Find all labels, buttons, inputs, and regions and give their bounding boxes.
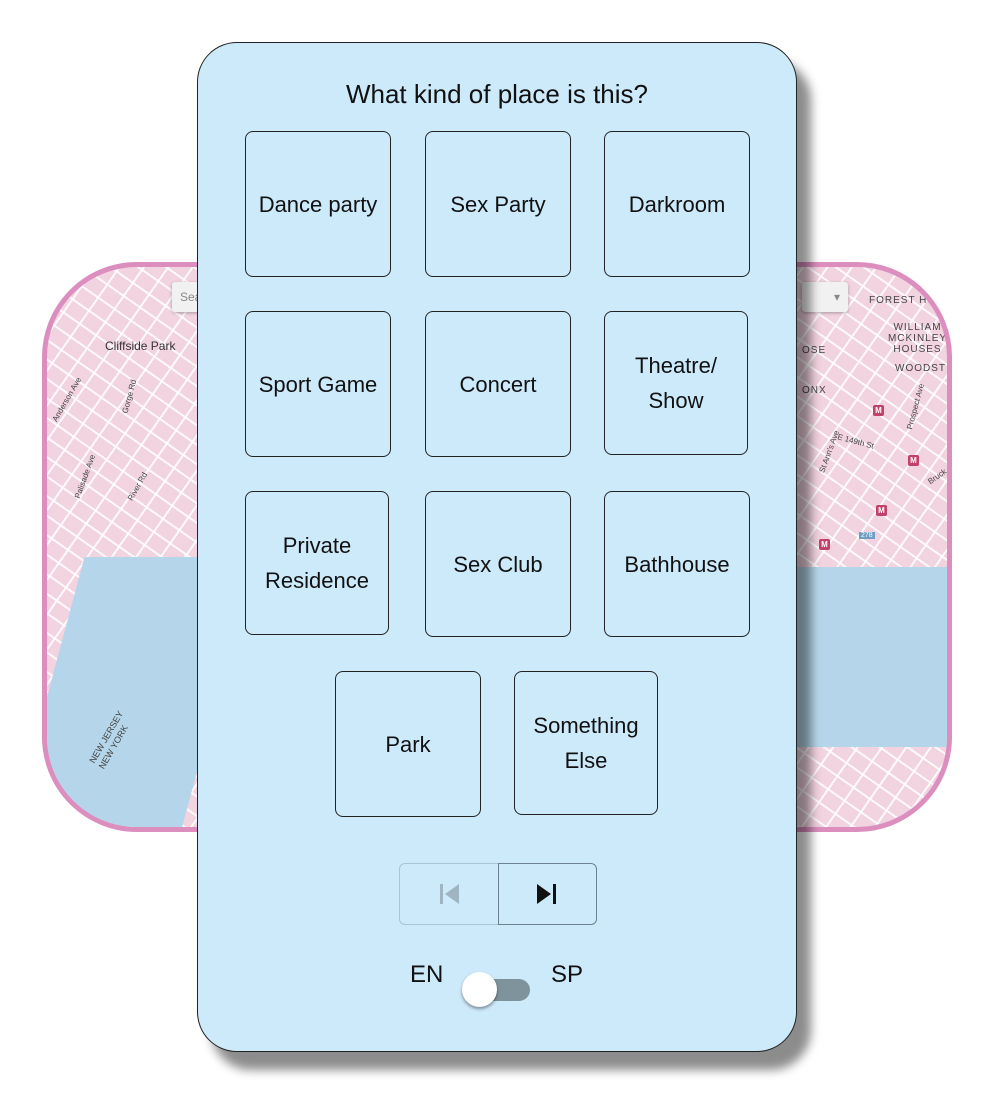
next-button[interactable] xyxy=(497,863,597,925)
map-label: River Rd xyxy=(125,470,150,503)
skip-previous-icon xyxy=(439,884,459,904)
option-something-else[interactable]: Something Else xyxy=(514,671,658,815)
map-label: St Ann's Ave xyxy=(817,429,842,474)
option-darkroom[interactable]: Darkroom xyxy=(604,131,750,277)
map-label: Palisade Ave xyxy=(72,453,98,500)
map-label: Anderson Ave xyxy=(50,375,84,424)
skip-next-icon xyxy=(537,884,557,904)
option-bathhouse[interactable]: Bathhouse xyxy=(604,491,750,637)
map-label: FOREST H xyxy=(869,295,928,306)
map-label: Prospect Ave xyxy=(905,382,926,431)
language-label-en: EN xyxy=(410,961,444,988)
river-water xyxy=(787,567,947,747)
map-label: WOODST xyxy=(895,363,946,374)
option-sport-game[interactable]: Sport Game xyxy=(245,311,391,457)
place-type-dialog: What kind of place is this? Dance party … xyxy=(197,42,797,1052)
option-sex-party[interactable]: Sex Party xyxy=(425,131,571,277)
toggle-knob[interactable] xyxy=(462,972,497,1007)
metro-icon: M xyxy=(873,405,884,416)
option-sex-club[interactable]: Sex Club xyxy=(425,491,571,637)
map-label: Cliffside Park xyxy=(105,339,176,353)
map-label: OSE xyxy=(802,345,827,356)
option-theatre-show[interactable]: Theatre/ Show xyxy=(604,311,748,455)
highway-shield: 278 xyxy=(859,532,875,539)
map-label: Bruck xyxy=(926,466,949,487)
option-private-residence[interactable]: Private Residence xyxy=(245,491,389,635)
map-label: WILLIAM MCKINLEY HOUSES xyxy=(887,322,948,355)
option-park[interactable]: Park xyxy=(335,671,481,817)
map-label: Gorge Rd xyxy=(120,378,139,415)
metro-icon: M xyxy=(908,455,919,466)
map-label: E 149th St xyxy=(836,432,875,451)
pagination-controls xyxy=(399,863,597,925)
metro-icon: M xyxy=(819,539,830,550)
option-dance-party[interactable]: Dance party xyxy=(245,131,391,277)
previous-button[interactable] xyxy=(399,863,498,925)
metro-icon: M xyxy=(876,505,887,516)
map-dropdown[interactable]: ▾ xyxy=(802,282,848,312)
language-label-sp: SP xyxy=(551,961,584,988)
map-label: ONX xyxy=(802,385,827,396)
option-concert[interactable]: Concert xyxy=(425,311,571,457)
dialog-title: What kind of place is this? xyxy=(345,79,649,109)
chevron-down-icon: ▾ xyxy=(833,290,840,304)
